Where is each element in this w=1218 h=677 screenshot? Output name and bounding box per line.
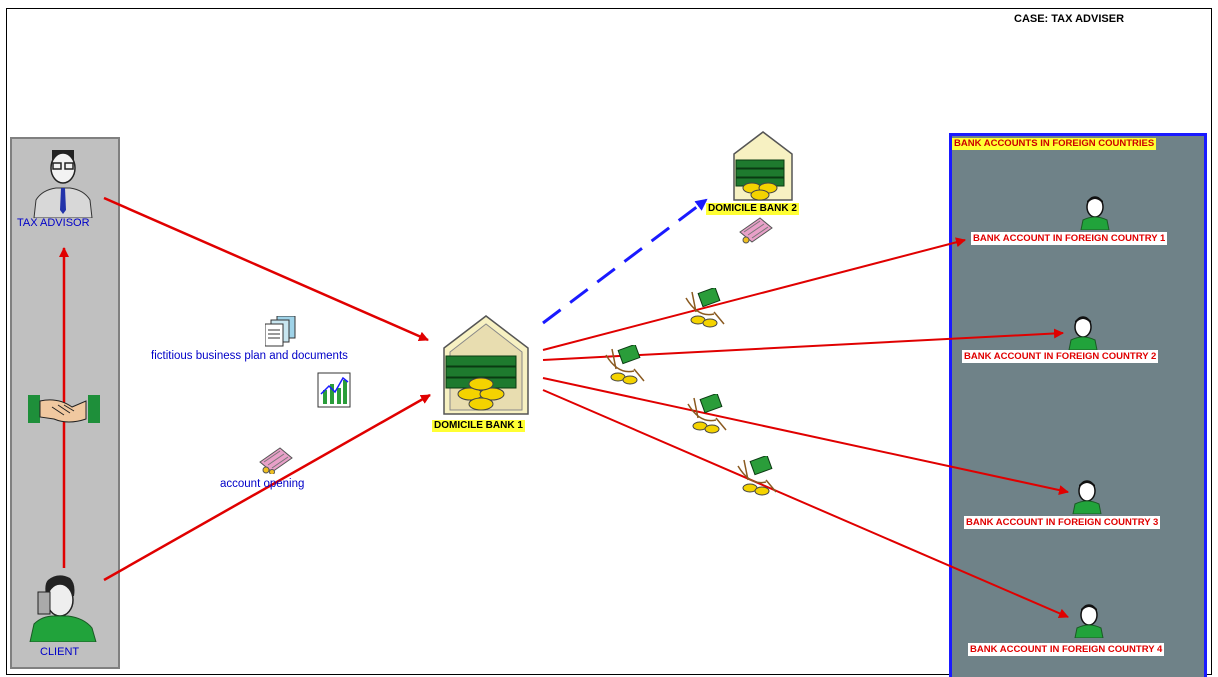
documents-icon (265, 316, 296, 347)
client-label: CLIENT (40, 646, 80, 658)
account-label-1: BANK ACCOUNT IN FOREIGN COUNTRY 1 (971, 232, 1168, 245)
case-title: CASE: TAX ADVISER (1014, 13, 1125, 25)
money-flow-icon (685, 288, 725, 328)
arrow-bank1-to-account1 (542, 237, 966, 351)
right-panel (949, 133, 1207, 677)
bank1-label: DOMICILE BANK 1 (432, 420, 525, 432)
account-label-3: BANK ACCOUNT IN FOREIGN COUNTRY 3 (964, 516, 1161, 529)
person-icon (33, 150, 93, 218)
bank-vault-icon (443, 315, 529, 415)
arrow-bank1-to-account4 (542, 389, 1069, 619)
arrow-advisor-to-bank1 (103, 196, 429, 342)
card-icon (739, 217, 773, 244)
documents-label: fictitious business plan and documents (151, 350, 348, 362)
money-flow-icon (737, 456, 777, 496)
account-holder-icon (1072, 480, 1102, 514)
person-icon (29, 575, 97, 642)
chart-icon (317, 372, 351, 408)
account-label-2: BANK ACCOUNT IN FOREIGN COUNTRY 2 (962, 350, 1159, 363)
arrow-bank1-to-account3 (542, 377, 1069, 495)
bank-vault-icon (733, 131, 793, 201)
account-holder-icon (1074, 604, 1104, 638)
account-holder-icon (1080, 196, 1110, 230)
money-flow-icon (687, 394, 727, 434)
dashed-arrow-bank1-to-bank2 (542, 198, 708, 325)
right-panel-header: BANK ACCOUNTS IN FOREIGN COUNTRIES (952, 138, 1157, 150)
card-icon (259, 447, 293, 474)
handshake-icon (28, 395, 100, 423)
account-holder-icon (1068, 316, 1098, 350)
account-label-4: BANK ACCOUNT IN FOREIGN COUNTRY 4 (968, 643, 1165, 656)
tax-advisor-label: TAX ADVISOR (17, 217, 90, 229)
diagram-frame (6, 8, 1212, 675)
money-flow-icon (605, 345, 645, 385)
arrow-client-to-bank1 (103, 393, 431, 582)
account-opening-label: account opening (220, 478, 305, 490)
bank2-label: DOMICILE BANK 2 (706, 203, 799, 215)
